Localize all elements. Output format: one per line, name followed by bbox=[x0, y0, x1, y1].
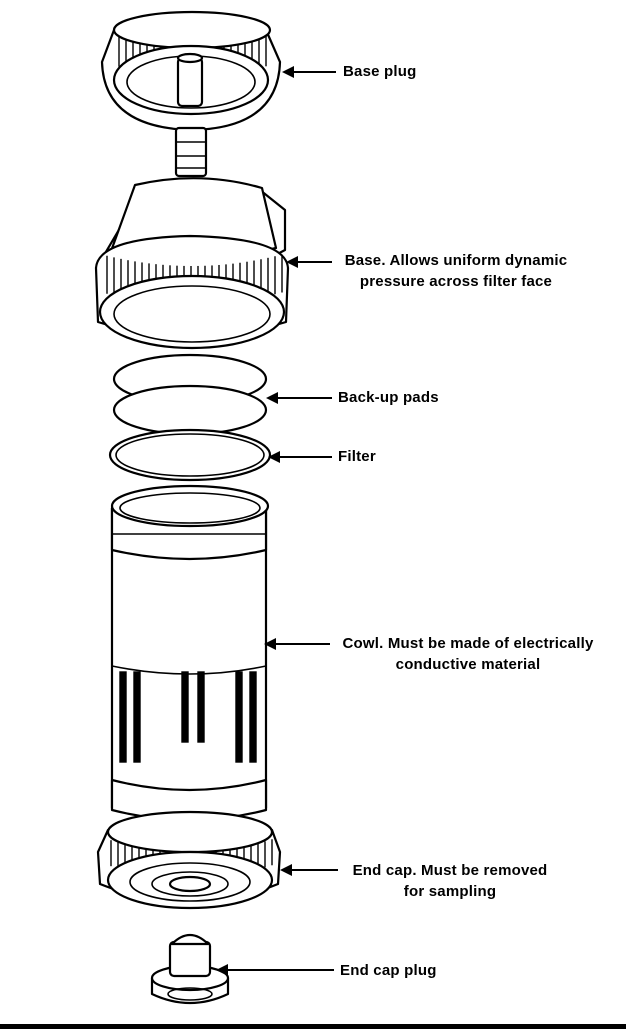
leader-end-cap-plug bbox=[216, 964, 334, 976]
label-end-cap-plug-text: End cap plug bbox=[340, 962, 437, 979]
label-cowl-line1: Cowl. Must be made of electrically bbox=[342, 635, 594, 652]
base-plug-part bbox=[100, 10, 282, 132]
label-end-cap-plug: End cap plug bbox=[340, 960, 437, 981]
leader-backup-pads bbox=[266, 392, 332, 404]
filter-part bbox=[108, 428, 272, 482]
backup-pads-part bbox=[112, 353, 268, 436]
label-base-line1: Base. Allows uniform dynamic bbox=[344, 252, 568, 269]
leader-end-cap bbox=[280, 864, 338, 876]
leader-base-plug bbox=[282, 66, 336, 78]
end-cap-plug-part bbox=[150, 933, 230, 1005]
label-end-cap-line1: End cap. Must be removed bbox=[352, 862, 548, 879]
label-filter-text: Filter bbox=[338, 448, 376, 465]
leader-filter bbox=[268, 451, 332, 463]
label-backup-pads-text: Back-up pads bbox=[338, 389, 439, 406]
label-base-plug: Base plug bbox=[343, 61, 416, 82]
base-part bbox=[94, 177, 290, 350]
label-cowl-line2: conductive material bbox=[395, 656, 541, 673]
label-base: Base. Allows uniform dynamic pressure ac… bbox=[336, 250, 576, 292]
label-backup-pads: Back-up pads bbox=[338, 387, 439, 408]
leader-cowl bbox=[264, 638, 330, 650]
label-cowl: Cowl. Must be made of electrically condu… bbox=[334, 633, 602, 675]
cowl-part bbox=[110, 484, 270, 822]
label-base-line2: pressure across filter face bbox=[359, 273, 553, 290]
label-filter: Filter bbox=[338, 446, 376, 467]
label-end-cap-line2: for sampling bbox=[403, 883, 497, 900]
label-base-plug-text: Base plug bbox=[343, 63, 417, 80]
label-end-cap: End cap. Must be removed for sampling bbox=[340, 860, 560, 902]
leader-base bbox=[286, 256, 332, 268]
end-cap-part bbox=[96, 810, 282, 910]
base-stem bbox=[174, 126, 208, 178]
